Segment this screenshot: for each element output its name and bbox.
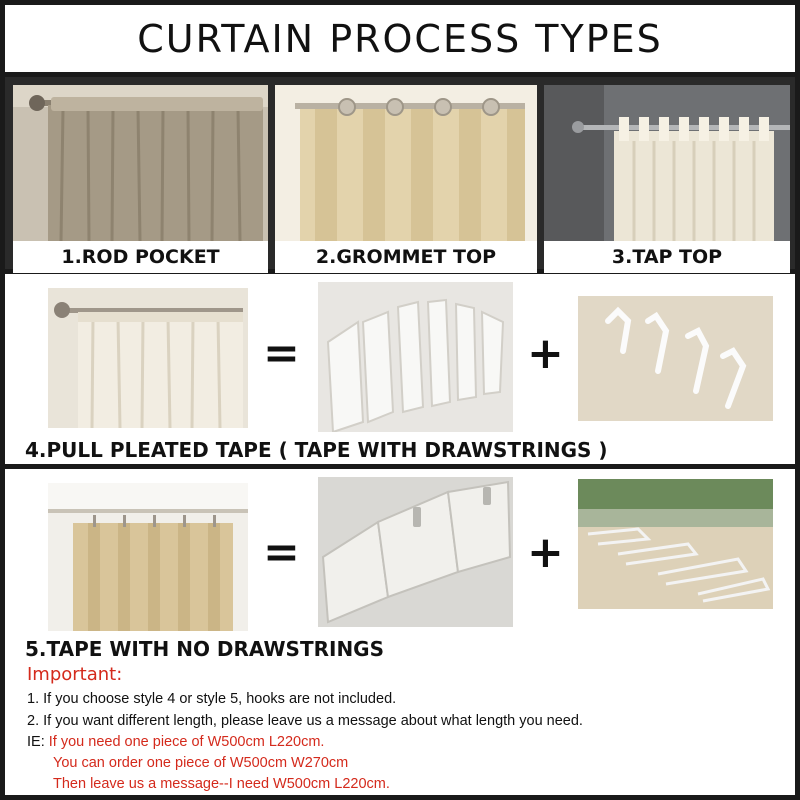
- rod-pocket-caption: 1.ROD POCKET: [13, 241, 268, 273]
- note-line-2: 2. If you want different length, please …: [27, 713, 583, 729]
- page-title: CURTAIN PROCESS TYPES: [137, 16, 663, 61]
- row-basic-styles: 1.ROD POCKET 2.GR: [5, 77, 795, 274]
- grommet-top-panel: 2.GROMMET TOP: [275, 85, 537, 273]
- example-line-2: You can order one piece of W500cm W270cm: [53, 755, 349, 771]
- example-line-1: IE: If you need one piece of W500cm L220…: [27, 734, 324, 750]
- example-line-3: Then leave us a message--I need W500cm L…: [53, 776, 390, 792]
- pull-pleated-curtain-image: [48, 288, 248, 428]
- style-4-label: 4.PULL PLEATED TAPE ( TAPE WITH DRAWSTRI…: [25, 438, 608, 462]
- example-prefix: IE:: [27, 734, 45, 750]
- note-line-1: 1. If you choose style 4 or style 5, hoo…: [27, 691, 397, 707]
- pinch-pleat-curtain-image: [48, 483, 248, 631]
- flat-tape-image: [318, 477, 513, 627]
- row-pull-pleated: = +: [5, 274, 795, 469]
- title-bar: CURTAIN PROCESS TYPES: [5, 5, 795, 77]
- important-heading: Important:: [27, 664, 123, 685]
- equals-sign-2: =: [263, 527, 300, 578]
- rod-pocket-panel: 1.ROD POCKET: [13, 85, 268, 273]
- metal-hooks-image: [578, 479, 773, 609]
- plus-sign-2: +: [527, 527, 564, 578]
- drawstring-tape-image: [318, 282, 513, 432]
- tab-top-panel: 3.TAP TOP: [544, 85, 790, 273]
- row-no-drawstrings: = +: [5, 469, 795, 795]
- grommet-top-caption: 2.GROMMET TOP: [275, 241, 537, 273]
- tab-top-image: [544, 85, 790, 241]
- style-5-label: 5.TAPE WITH NO DRAWSTRINGS: [25, 637, 385, 661]
- grommet-top-image: [275, 85, 537, 241]
- plastic-hooks-image: [578, 296, 773, 421]
- rod-pocket-image: [13, 85, 268, 242]
- plus-sign: +: [527, 328, 564, 379]
- tab-top-caption: 3.TAP TOP: [544, 241, 790, 273]
- example-text-1: If you need one piece of W500cm L220cm.: [48, 734, 325, 750]
- equals-sign: =: [263, 328, 300, 379]
